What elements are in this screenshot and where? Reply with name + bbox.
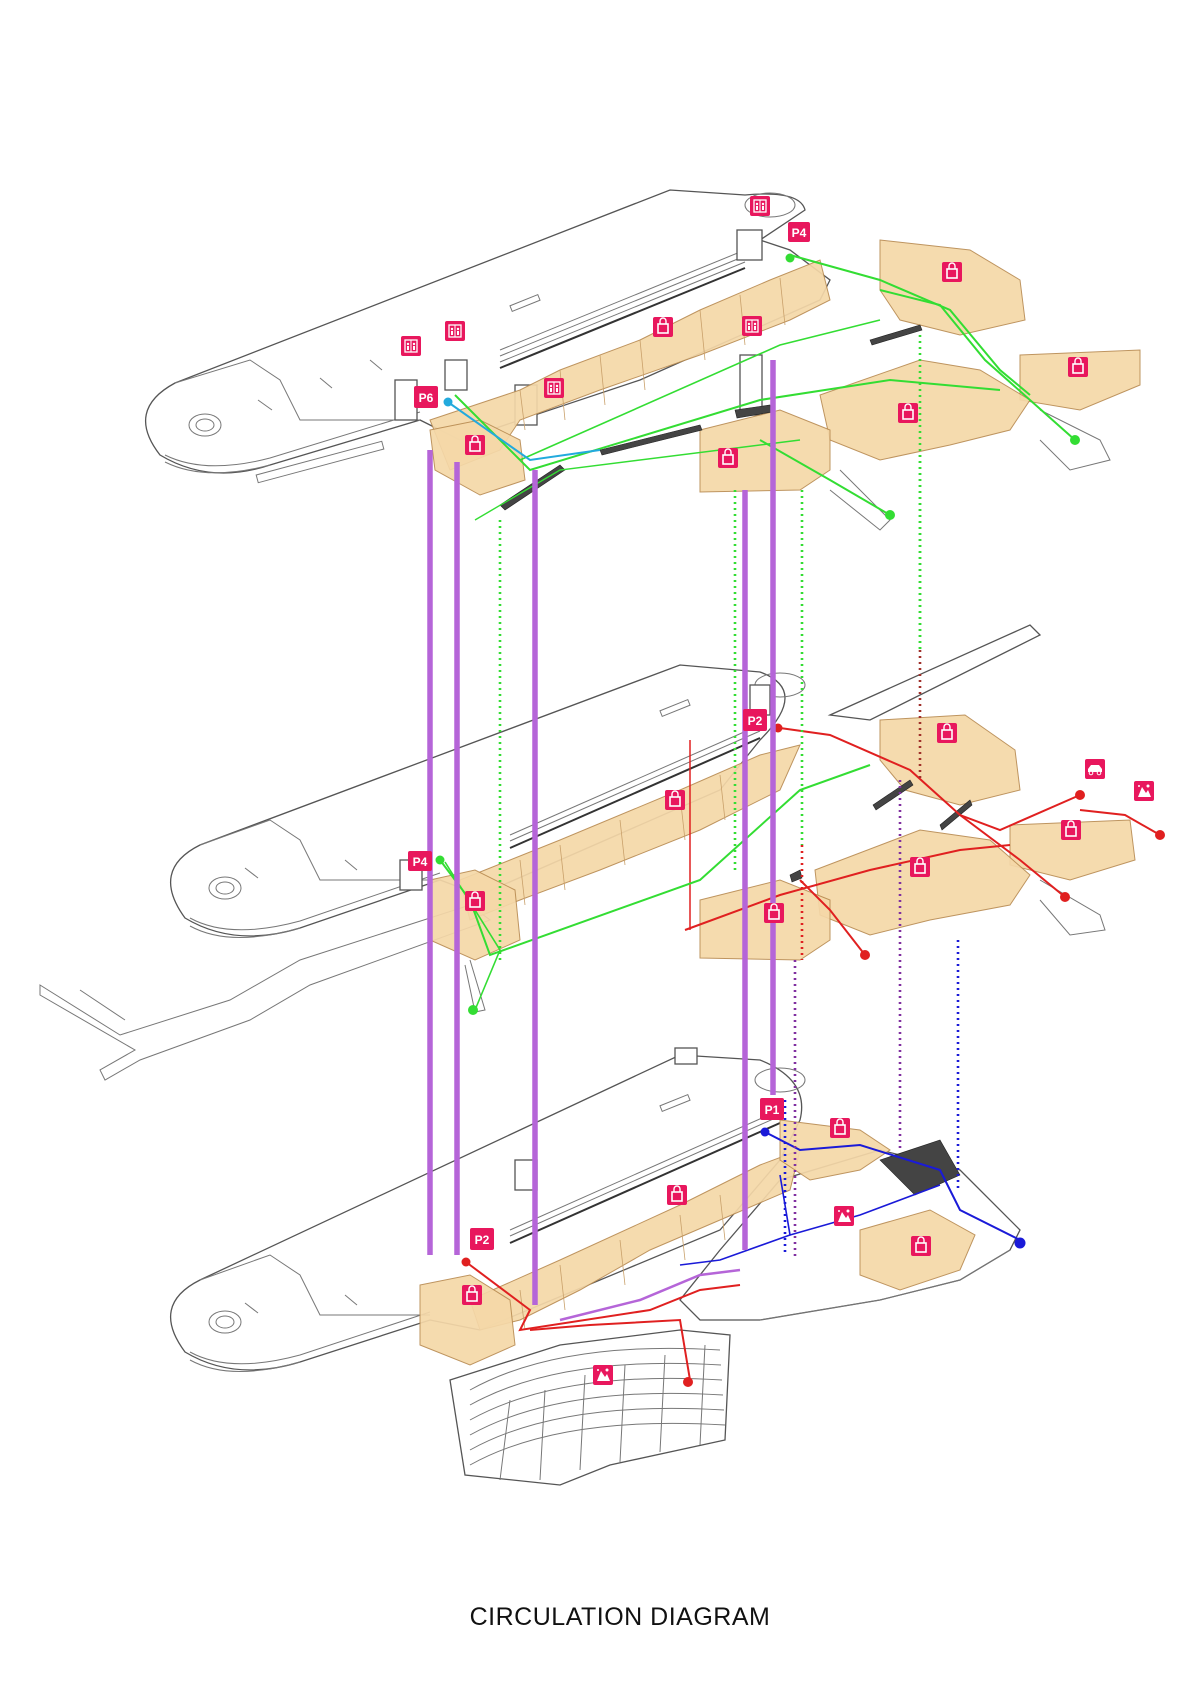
elevator-icon <box>741 315 763 337</box>
marker-mid-p2: P2 <box>743 709 767 731</box>
elevator-icon <box>444 320 466 342</box>
event-icon <box>593 1365 613 1385</box>
top-level-shops <box>429 239 1141 531</box>
marker-mid-p4: P4 <box>408 851 432 871</box>
svg-text:P2: P2 <box>748 714 763 728</box>
shop-icon <box>936 722 958 744</box>
shop-icon <box>1060 819 1082 841</box>
elevator-icon <box>543 377 565 399</box>
marker-bot-p1: P1 <box>760 1098 784 1120</box>
event-icon <box>1134 781 1154 801</box>
svg-text:P6: P6 <box>419 391 434 405</box>
shop-icon <box>464 890 486 912</box>
shop-icon <box>897 402 919 424</box>
shop-icon <box>664 789 686 811</box>
vertical-green-dotted <box>498 335 922 960</box>
vertical-red-blue-dotted <box>783 650 960 1260</box>
marker-top-p6: P6 <box>414 386 438 408</box>
shop-icon <box>464 434 486 456</box>
shop-icon <box>461 1284 483 1306</box>
svg-text:P4: P4 <box>413 855 428 869</box>
shop-icon <box>763 902 785 924</box>
shop-icon <box>666 1184 688 1206</box>
svg-text:P4: P4 <box>792 226 807 240</box>
shop-icon <box>1067 356 1089 378</box>
elevator-icon <box>749 195 771 217</box>
marker-bot-p2: P2 <box>470 1228 494 1250</box>
shop-icon <box>941 261 963 283</box>
middle-level-escalators <box>789 779 973 883</box>
shop-icon <box>910 1235 932 1257</box>
event-icon <box>834 1206 854 1226</box>
shop-icon <box>652 316 674 338</box>
elevator-icon <box>400 335 422 357</box>
middle-level-floor <box>39 624 1042 1081</box>
diagram-title: CIRCULATION DIAGRAM <box>469 1603 771 1631</box>
svg-text:P1: P1 <box>765 1103 780 1117</box>
shop-icon <box>717 447 739 469</box>
shop-icon <box>829 1117 851 1139</box>
shop-icon <box>909 856 931 878</box>
car-icon <box>1084 758 1106 780</box>
marker-top-p4: P4 <box>788 222 810 242</box>
svg-text:P2: P2 <box>475 1233 490 1247</box>
